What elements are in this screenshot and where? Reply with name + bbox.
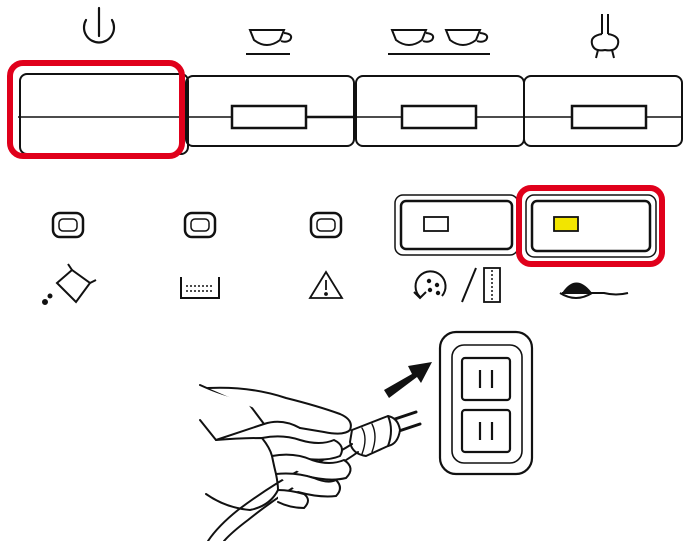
descale-filter-icon	[413, 267, 501, 303]
steam-button[interactable]	[524, 104, 682, 130]
grounds-container-indicator	[183, 211, 217, 239]
coffee-scoop-icon	[559, 282, 629, 299]
warning-icon	[308, 270, 344, 299]
power-icon	[82, 6, 116, 44]
water-tank-indicator	[51, 211, 85, 239]
steam-icon	[590, 14, 620, 59]
power-button-highlight	[7, 60, 185, 159]
insert-arrow-icon	[384, 362, 432, 398]
hand-holding-plug-icon	[199, 384, 422, 541]
double-cup-icon	[388, 29, 490, 55]
ground-coffee-button[interactable]	[516, 185, 665, 267]
ground-coffee-led	[553, 216, 579, 232]
ground-coffee-highlight	[516, 185, 665, 267]
descale-filter-button[interactable]	[394, 194, 519, 256]
single-cup-button[interactable]	[186, 104, 354, 130]
double-cup-button[interactable]	[356, 104, 524, 130]
single-cup-icon	[246, 29, 293, 55]
power-button[interactable]	[7, 60, 185, 159]
grounds-container-icon	[180, 277, 220, 299]
descale-led	[423, 216, 449, 232]
warning-indicator	[309, 211, 343, 239]
pour-water-icon	[42, 263, 97, 305]
wall-outlet-icon	[438, 330, 534, 476]
